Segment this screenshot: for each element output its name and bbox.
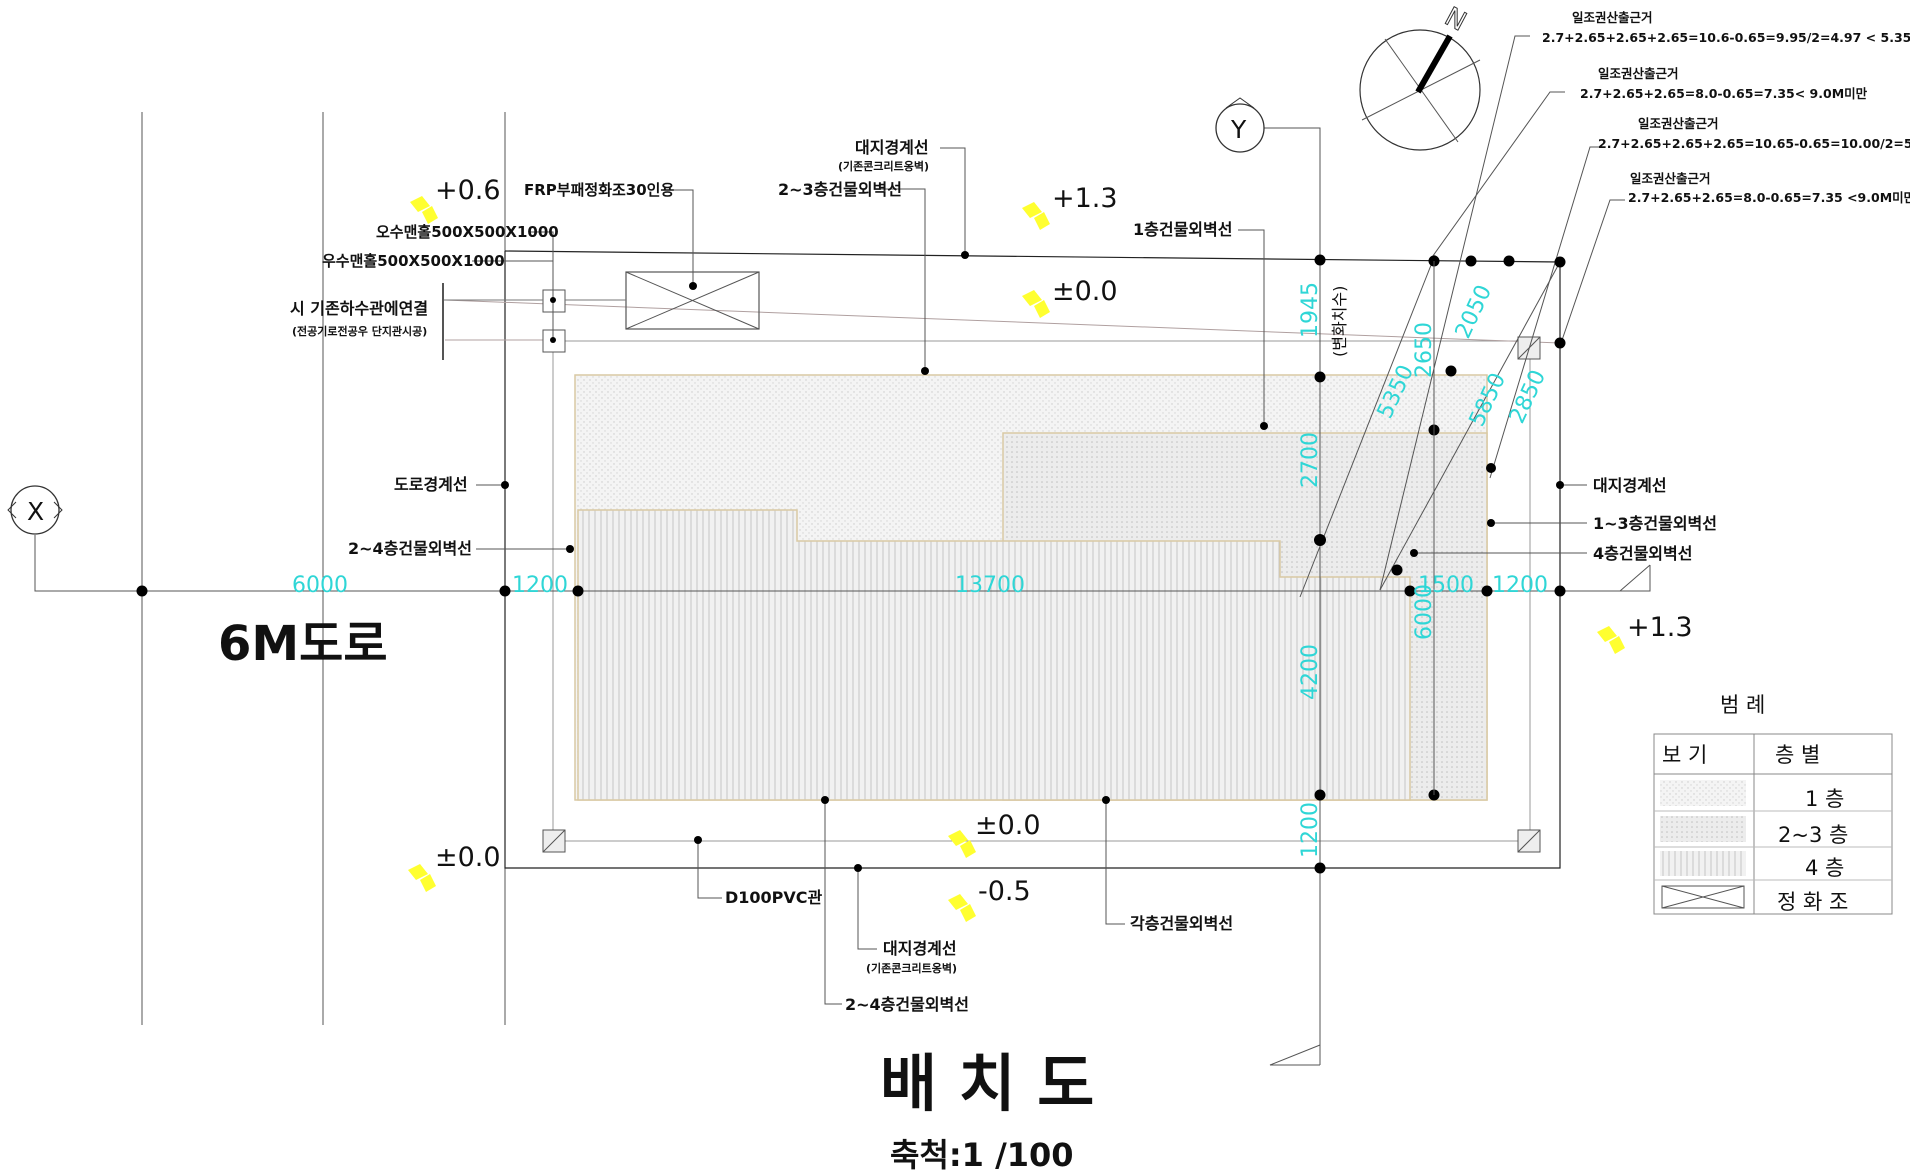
level-plus-0-6: +0.6 xyxy=(435,175,501,206)
level-minus-0-5: -0.5 xyxy=(978,876,1031,907)
label-wall-1-top: 1층건물외벽선 xyxy=(1133,220,1232,239)
dim-2050: 2050 xyxy=(1451,281,1497,342)
dim-2700: 2700 xyxy=(1298,432,1323,488)
axis-y-label: Y xyxy=(1230,115,1247,144)
dim-6000-vertical: 6000 xyxy=(1412,584,1437,640)
label-site-boundary-right: 대지경계선 xyxy=(1593,476,1667,495)
stream-note: (변화치수) xyxy=(1330,286,1349,357)
label-city-sewer-sub: (전공기로전공우 단지관시공) xyxy=(292,324,427,338)
legend-swatch-septic xyxy=(1661,885,1745,909)
label-wall-2-4-bottom: 2~4층건물외벽선 xyxy=(845,995,969,1014)
legend-swatch-2-3 xyxy=(1660,816,1746,842)
label-city-sewer: 시 기존하수관에연결 xyxy=(290,299,428,318)
sunlight-3-title: 일조권산출근거 xyxy=(1638,116,1719,131)
dim-1200-vertical: 1200 xyxy=(1298,802,1323,858)
level-zero-top: ±0.0 xyxy=(1052,276,1118,307)
dim-1945: 1945 xyxy=(1298,282,1323,338)
sunlight-1-formula: 2.7+2.65+2.65+2.65=10.6-0.65=9.95/2=4.97… xyxy=(1542,30,1910,45)
sunlight-4-formula: 2.7+2.65+2.65=8.0-0.65=7.35 <9.0M미만 xyxy=(1628,190,1910,205)
dim-2650: 2650 xyxy=(1412,322,1437,378)
label-site-boundary-top-sub: (기존콘크리트옹벽) xyxy=(838,159,929,173)
north-label: N xyxy=(1440,2,1471,38)
legend-head-symbol: 보 기 xyxy=(1662,743,1707,767)
legend: 범 례 보 기 층 별 1 층 2~3 층 4 층 정 화 조 xyxy=(1653,693,1893,915)
dimensions: 6000 1200 13700 1500 1200 1945 2700 4200… xyxy=(292,281,1551,858)
label-site-boundary-bottom: 대지경계선 xyxy=(883,939,957,958)
legend-head-floor: 층 별 xyxy=(1775,743,1820,767)
legend-swatch-4 xyxy=(1660,851,1746,876)
level-zero-left: ±0.0 xyxy=(435,842,501,873)
floor-4-area xyxy=(577,509,1411,801)
manholes xyxy=(442,283,1541,853)
label-road-boundary: 도로경계선 xyxy=(394,475,468,494)
leader-lines xyxy=(472,147,1587,1005)
dim-1500: 1500 xyxy=(1418,573,1474,598)
label-wall-4-right: 4층건물외벽선 xyxy=(1593,544,1692,563)
axis-y-marker: Y xyxy=(1215,97,1265,153)
dim-1200-left: 1200 xyxy=(512,573,568,598)
sunlight-4-title: 일조권산출근거 xyxy=(1630,171,1711,186)
axis-x-line xyxy=(34,535,1651,592)
legend-swatch-1 xyxy=(1660,780,1746,806)
label-pvc: D100PVC관 xyxy=(725,888,823,907)
axis-x-marker: X xyxy=(7,485,63,535)
north-arrow: N xyxy=(1359,1,1481,151)
label-site-boundary-top: 대지경계선 xyxy=(855,138,929,157)
level-zero-bottom: ±0.0 xyxy=(975,810,1041,841)
annotation-labels: FRP부패정화조30인용 오수맨홀500X500X1000 우수맨홀500X50… xyxy=(290,138,1717,1014)
drawing-scale: 축척:1 /100 xyxy=(890,1136,1074,1171)
level-plus-1-3-top: +1.3 xyxy=(1052,183,1118,214)
dim-1200-right: 1200 xyxy=(1492,573,1548,598)
label-frp: FRP부패정화조30인용 xyxy=(524,181,674,199)
level-markers xyxy=(408,196,1625,922)
legend-row-1: 1 층 xyxy=(1805,787,1844,811)
label-wall-1-3-right: 1~3층건물외벽선 xyxy=(1593,514,1717,533)
axis-x-label: X xyxy=(27,497,44,526)
axis-y-line xyxy=(1264,127,1321,1066)
label-wall-2-3-top: 2~3층건물외벽선 xyxy=(778,180,902,199)
building-footprint xyxy=(574,374,1488,801)
legend-row-2-3: 2~3 층 xyxy=(1778,823,1848,847)
label-wall-each-bottom: 각층건물외벽선 xyxy=(1130,914,1233,933)
sunlight-lines xyxy=(1299,35,1625,598)
dim-6000: 6000 xyxy=(292,573,348,598)
legend-row-4: 4 층 xyxy=(1805,856,1844,880)
sunlight-2-formula: 2.7+2.65+2.65=8.0-0.65=7.35< 9.0M미만 xyxy=(1580,86,1868,101)
dimension-dots xyxy=(136,251,1566,874)
dim-13700: 13700 xyxy=(955,573,1025,598)
sunlight-notes: 일조권산출근거 2.7+2.65+2.65+2.65=10.6-0.65=9.9… xyxy=(1542,10,1910,205)
level-texts: +0.6 +1.3 ±0.0 +1.3 ±0.0 ±0.0 -0.5 xyxy=(435,175,1693,907)
sunlight-1-title: 일조권산출근거 xyxy=(1572,10,1653,25)
label-wall-2-4-left: 2~4층건물외벽선 xyxy=(348,539,472,558)
label-site-boundary-bottom-sub: (기존콘크리트옹벽) xyxy=(866,961,957,975)
legend-title: 범 례 xyxy=(1720,693,1765,717)
road-label: 6M도로 xyxy=(218,616,387,672)
level-plus-1-3-right: +1.3 xyxy=(1627,612,1693,643)
dim-2850: 2850 xyxy=(1505,366,1551,427)
drawing-title: 배 치 도 xyxy=(880,1047,1094,1120)
sunlight-3-formula: 2.7+2.65+2.65+2.65=10.65-0.65=10.00/2=5.… xyxy=(1598,136,1910,151)
legend-row-septic: 정 화 조 xyxy=(1777,890,1848,914)
label-rain-manhole: 우수맨홀500X500X1000 xyxy=(322,252,505,270)
dim-4200: 4200 xyxy=(1298,644,1323,700)
label-sewer-manhole: 오수맨홀500X500X1000 xyxy=(376,223,559,241)
sunlight-2-title: 일조권산출근거 xyxy=(1598,66,1679,81)
road-lines xyxy=(141,112,506,1025)
